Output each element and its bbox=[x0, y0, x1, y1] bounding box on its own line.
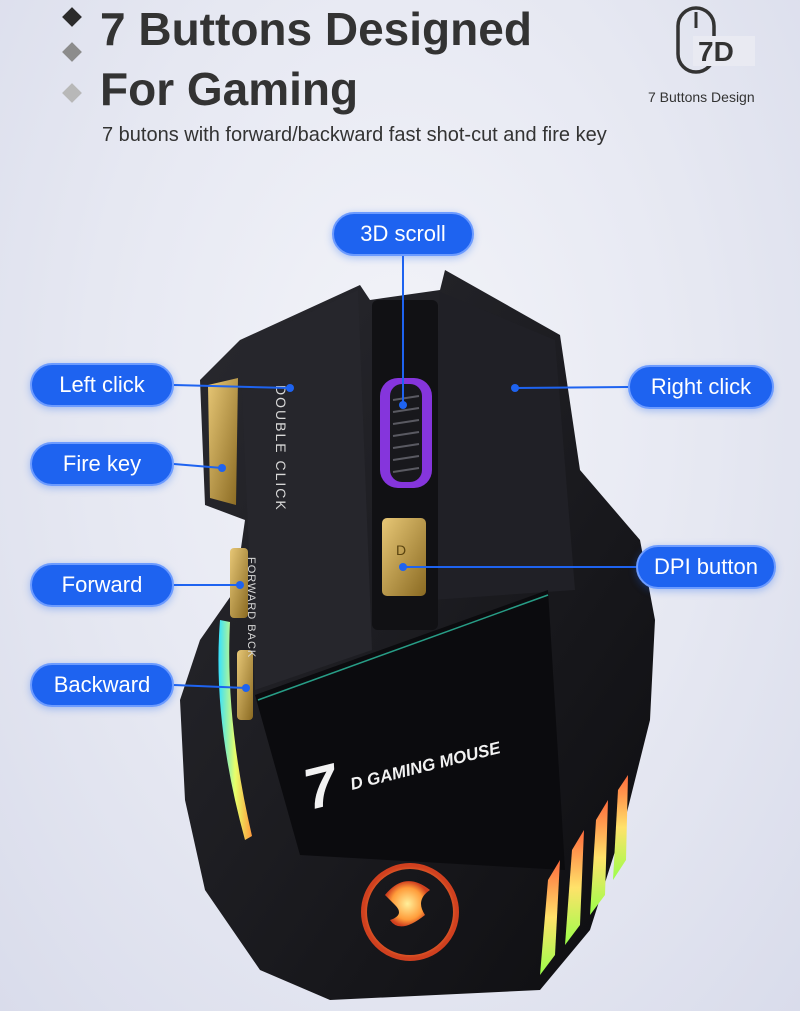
leader-lines bbox=[173, 256, 636, 689]
callout-forward: Forward bbox=[30, 563, 174, 607]
page-subtitle: 7 butons with forward/backward fast shot… bbox=[102, 124, 607, 146]
page-title-line2: For Gaming bbox=[100, 63, 359, 115]
right-button-shape bbox=[432, 292, 575, 600]
callout-fire-key: Fire key bbox=[30, 442, 174, 486]
callout-right-click: Right click bbox=[628, 365, 774, 409]
dpi-key-label: D bbox=[396, 542, 406, 558]
dpi-button-shape bbox=[382, 518, 426, 596]
callout-backward: Backward bbox=[30, 663, 174, 707]
left-rgb-strip bbox=[218, 620, 252, 840]
page-title-line1: 7 Buttons Designed bbox=[100, 3, 532, 55]
mouse-icon: 7D bbox=[676, 6, 755, 74]
callout-dpi-button: DPI button bbox=[636, 545, 776, 589]
leader-dots bbox=[218, 384, 519, 692]
fire-key-shape bbox=[208, 378, 238, 505]
left-button-shape bbox=[240, 290, 372, 690]
callout-3d-scroll: 3D scroll bbox=[332, 212, 474, 256]
right-rgb-bars bbox=[540, 775, 628, 975]
badge-caption: 7 Buttons Design bbox=[648, 89, 755, 105]
top-display-panel bbox=[255, 590, 565, 870]
double-click-print: DOUBLE CLICK bbox=[273, 385, 289, 512]
badge-logo-text: 7D bbox=[698, 36, 734, 67]
forward-back-print: FORWARD BACK bbox=[245, 557, 257, 658]
dragon-logo-icon bbox=[361, 863, 459, 961]
callout-left-click: Left click bbox=[30, 363, 174, 407]
